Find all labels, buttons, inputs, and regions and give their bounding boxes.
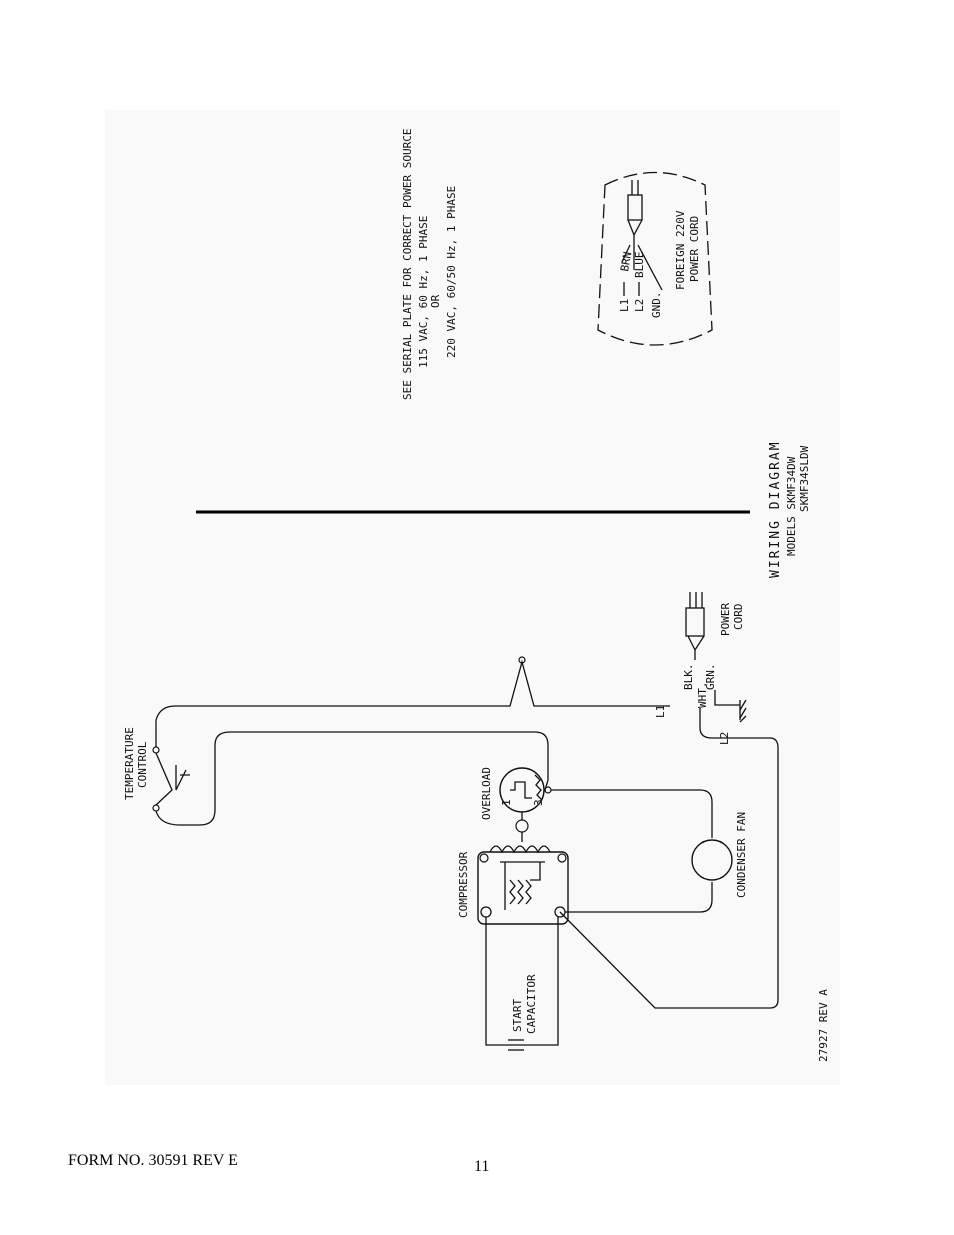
start-capacitor: START CAPACITOR [485,917,559,1051]
overload-terminal-3: 3 [532,799,545,806]
overload: OVERLOAD 1 3 [480,767,552,833]
foreign-cord-label1: FOREIGN 220V [674,210,687,290]
foreign-l2: L2 [633,299,646,312]
condenser-fan-label: CONDENSER FAN [735,812,748,898]
temperature-label: TEMPERATURE [123,727,136,800]
wire-fan [551,789,713,913]
condenser-fan: CONDENSER FAN [551,789,748,913]
l1-label: L1 [654,705,667,718]
serial-note-line3: OR [429,294,442,308]
form-number: FORM NO. 30591 REV E [68,1152,238,1169]
foreign-cord-outline [597,171,713,346]
l2-label: L2 [718,732,731,745]
models-line2: SKMF34SLDW [798,445,811,512]
foreign-blue: BLUE [633,252,646,279]
wire-l1 [155,659,670,747]
title-block: WIRING DIAGRAM MODELS SKMF34DW SKMF34SLD… [768,440,811,578]
diagram-title: WIRING DIAGRAM [768,440,783,578]
overload-label: OVERLOAD [480,767,493,820]
serial-note-line2: 115 VAC, 60 Hz, 1 PHASE [417,216,430,368]
wire-control-loop [155,731,549,826]
foreign-l1: L1 [618,299,631,312]
grn-label: GRN. [704,664,717,691]
temperature-control: TEMPERATURE CONTROL [123,727,190,812]
models-line1: MODELS SKMF34DW [785,456,798,556]
foreign-brn: BRN [618,251,634,273]
wire-capacitor [485,917,559,1046]
compressor-box [477,851,569,925]
serial-note-line4: 220 VAC, 60/50 Hz, 1 PHASE [445,186,458,358]
wire-l2 [559,708,779,1009]
foreign-plug-body [627,194,643,221]
capacitor-label: CAPACITOR [525,974,538,1034]
drawing-number: 27927 REV A [817,989,830,1062]
compressor: COMPRESSOR [457,832,569,925]
power-cord: POWER CORD BLK. WHT. GRN. [682,592,747,723]
control-label: CONTROL [136,741,149,788]
power-label: POWER [719,603,732,636]
foreign-gnd: GND. [650,292,663,319]
serial-note-line1: SEE SERIAL PLATE FOR CORRECT POWER SOURC… [401,128,414,400]
serial-note: SEE SERIAL PLATE FOR CORRECT POWER SOURC… [401,128,458,400]
compressor-label: COMPRESSOR [457,851,470,918]
foreign-cord-label2: POWER CORD [688,216,701,282]
page-number: 11 [474,1158,490,1175]
overload-terminal-1: 1 [500,799,513,806]
wht-label: WHT. [696,682,709,709]
blk-label: BLK. [682,664,695,691]
condenser-fan-motor [691,839,733,881]
cord-label: CORD [732,604,745,631]
foreign-power-cord: L1 BRN L2 BLUE GND. FOREIGN 220V POWER C… [597,171,713,346]
start-label: START [511,999,524,1032]
scan-area [105,110,840,1085]
